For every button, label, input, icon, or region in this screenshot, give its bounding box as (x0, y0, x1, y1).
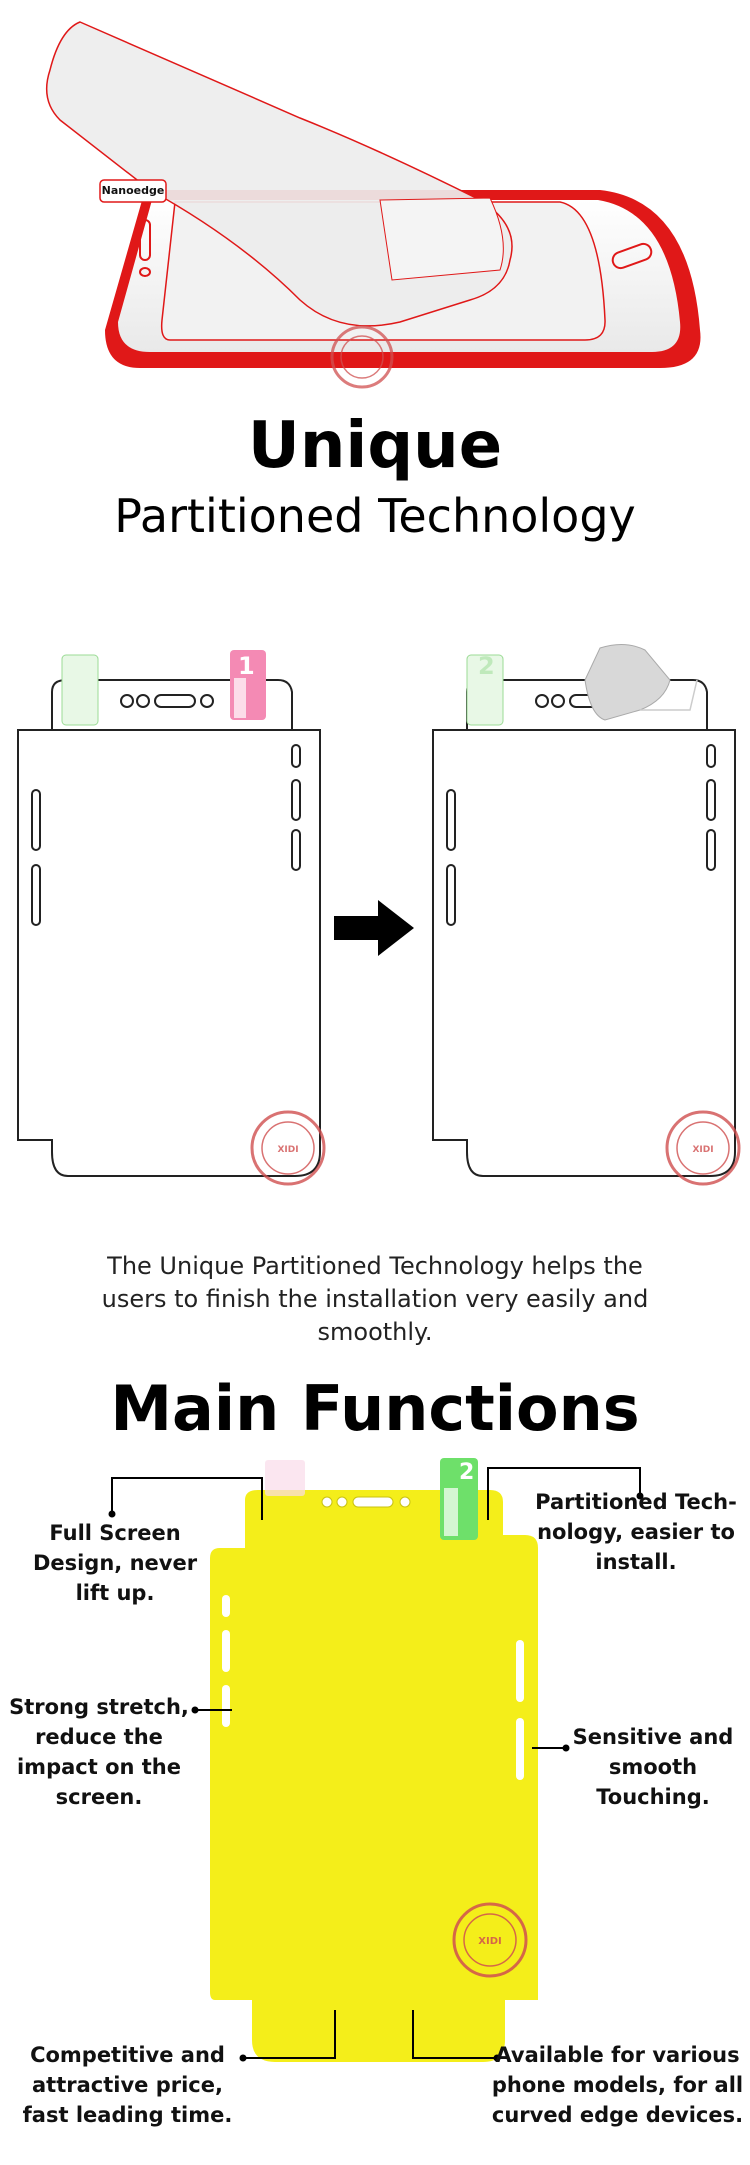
hero-tab-label: Nanoedge (101, 184, 165, 197)
feature-price: Competitive and attractive price, fast l… (22, 2043, 233, 2127)
section-title-unique: Unique (247, 409, 503, 483)
main-functions-diagram: XIDI (108, 1458, 644, 2062)
seal-logo-icon: XIDI (665, 1110, 741, 1186)
feature-models: Available for various phone models, for … (491, 2043, 744, 2127)
step2-phone-outline: XIDI (432, 644, 741, 1186)
description-text: The Unique Partitioned Technology helps … (101, 1252, 649, 1346)
step1-tab-number: 1 (238, 652, 255, 680)
seal-logo-icon (330, 325, 394, 389)
svg-text:XIDI: XIDI (478, 1936, 501, 1947)
feature-stretch: Strong stretch, reduce the impact on the… (9, 1695, 189, 1809)
svg-text:XIDI: XIDI (277, 1145, 298, 1155)
section-title-main-functions: Main Functions (110, 1372, 640, 1445)
right-arrow-icon (334, 900, 414, 956)
feature-partitioned: Partitioned Tech-nology, easier to insta… (535, 1490, 737, 1574)
feature-touching: Sensitive and smooth Touching. (572, 1725, 734, 1809)
feature-full-screen: Full Screen Design, never lift up. (32, 1521, 198, 1605)
seal-logo-icon: XIDI (452, 1902, 528, 1978)
hero-phone-illustration (45, 21, 701, 389)
step1-phone-outline: XIDI (17, 650, 326, 1186)
section-subtitle-partitioned: Partitioned Technology (114, 489, 636, 543)
seal-logo-icon: XIDI (250, 1110, 326, 1186)
main-tab-number: 2 (459, 1460, 475, 1485)
step2-tab-number: 2 (478, 652, 495, 680)
svg-text:XIDI: XIDI (692, 1145, 713, 1155)
